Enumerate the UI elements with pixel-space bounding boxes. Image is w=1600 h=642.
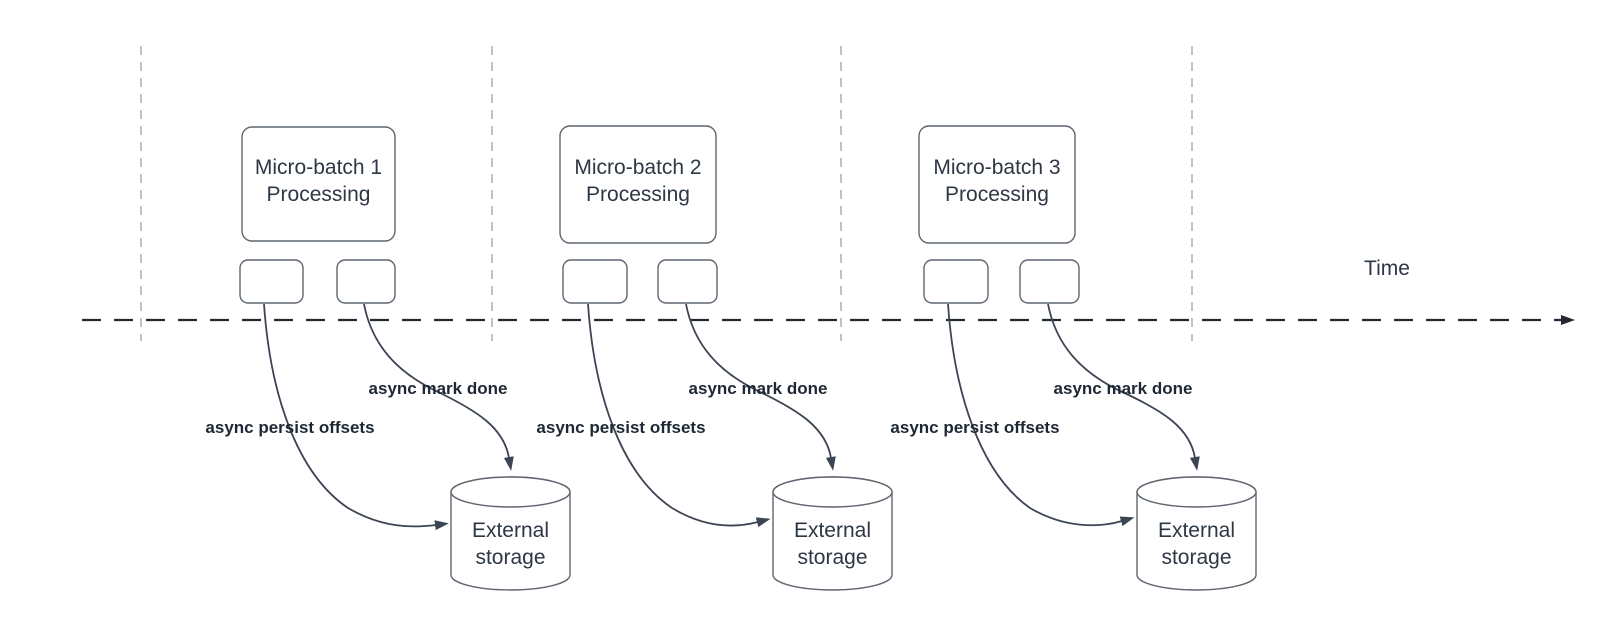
external-storage-cylinder-2-top (772, 476, 893, 508)
async-persist-offsets-label-2: async persist offsets (536, 418, 706, 437)
micro-batch-1-task-box-left (239, 259, 304, 304)
micro-batch-2-label-line2: Processing (586, 183, 690, 206)
micro-batch-1-label-line1: Micro-batch 1 (254, 156, 383, 179)
mark-done-arrow-2 (685, 303, 836, 471)
async-mark-done-label-1: async mark done (368, 379, 508, 398)
micro-batch-2-task-box-right (657, 259, 718, 304)
micro-batch-2-task-box-left (562, 259, 628, 304)
async-persist-offsets-label-3: async persist offsets (890, 418, 1060, 437)
external-storage-label-3-line2: storage (1161, 546, 1232, 569)
micro-batch-3-task-box-left (923, 259, 989, 304)
persist-offsets-arrow-3 (947, 303, 1135, 527)
external-storage-label-1: External storage (451, 517, 570, 571)
micro-batch-1-box (241, 126, 396, 242)
time-axis-label: Time (1364, 257, 1410, 280)
micro-batch-2-label-line1: Micro-batch 2 (574, 156, 702, 179)
persist-offsets-arrow-2 (587, 303, 771, 528)
micro-batch-3-label: Micro-batch 3 Processing (917, 154, 1077, 208)
external-storage-cylinder-1-top (450, 476, 571, 508)
micro-batch-3-label-line2: Processing (945, 183, 1049, 206)
micro-batch-1-label: Micro-batch 1 Processing (238, 154, 399, 208)
external-storage-label-3-line1: External (1157, 519, 1236, 542)
micro-batch-3-box (918, 125, 1076, 244)
micro-batch-2-box (559, 125, 717, 244)
async-persist-offsets-label-1: async persist offsets (205, 418, 375, 437)
async-mark-done-label-2: async mark done (688, 379, 828, 398)
external-storage-label-2-line2: storage (797, 546, 868, 569)
persist-offsets-arrow-1 (263, 303, 449, 531)
external-storage-label-1-line1: External (471, 519, 550, 542)
external-storage-label-1-line2: storage (475, 546, 546, 569)
micro-batch-1-task-box-right (336, 259, 396, 304)
async-mark-done-label-3: async mark done (1053, 379, 1193, 398)
external-storage-label-2: External storage (773, 517, 892, 571)
micro-batch-2-label: Micro-batch 2 Processing (558, 154, 718, 208)
micro-batch-3-label-line1: Micro-batch 3 (933, 156, 1061, 179)
external-storage-cylinder-3-top (1136, 476, 1257, 508)
mark-done-arrow-3 (1047, 303, 1200, 471)
external-storage-label-3: External storage (1137, 517, 1256, 571)
micro-batch-1-label-line2: Processing (266, 183, 371, 206)
external-storage-label-2-line1: External (793, 519, 872, 542)
mark-done-arrow-1 (363, 303, 514, 471)
micro-batch-3-task-box-right (1019, 259, 1080, 304)
